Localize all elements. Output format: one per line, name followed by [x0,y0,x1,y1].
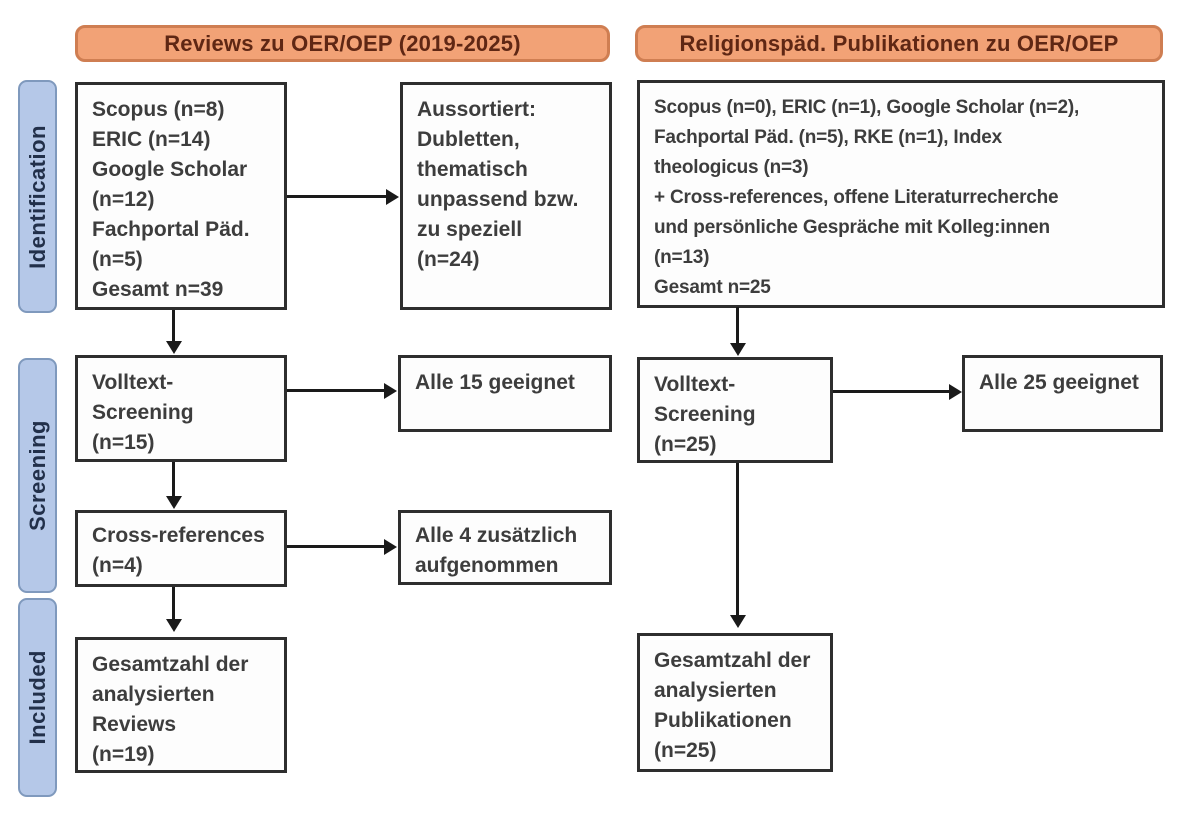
box-text-line: Gesamt n=25 [654,277,771,298]
box-text-line: ERIC (n=14) [92,128,211,151]
box-text-line: analysierten [654,679,777,702]
reviews-fulltext-screening-box: Volltext- Screening (n=15) [75,355,287,462]
reviews-excluded-box: Aussortiert: Dubletten, thematisch unpas… [400,82,612,310]
publications-column-header: Religionspäd. Publikationen zu OER/OEP [635,25,1163,62]
box-text-line: thematisch [417,158,528,181]
stage-label-identification: Identification [18,80,57,313]
box-text-line: Volltext- [654,373,736,396]
reviews-crossref-result-box: Alle 4 zusätzlich aufgenommen [398,510,612,585]
arrow-reviews-identification-to-excluded [287,188,399,205]
arrow-publications-fulltext-to-result [833,383,962,400]
stage-label-included: Included [18,598,57,797]
box-text-line: (n=13) [654,247,710,268]
box-text-line: Fachportal Päd. (n=5), RKE (n=1), Index [654,127,1002,148]
box-text-line: Gesamtzahl der [654,649,811,672]
box-text-line: Google Scholar [92,158,248,181]
box-text-line: (n=12) [92,188,155,211]
arrow-reviews-crossref-to-included [165,587,182,632]
box-text-line: Fachportal Päd. [92,218,250,241]
publications-identification-box: Scopus (n=0), ERIC (n=1), Google Scholar… [637,80,1165,308]
reviews-identification-box: Scopus (n=8) ERIC (n=14) Google Scholar … [75,82,287,310]
box-text-line: Publikationen [654,709,792,732]
box-text-line: aufgenommen [415,554,559,577]
reviews-included-box: Gesamtzahl der analysierten Reviews (n=1… [75,637,287,773]
publications-included-box: Gesamtzahl der analysierten Publikatione… [637,633,833,772]
box-text-line: (n=19) [92,743,155,766]
box-text-line: (n=25) [654,433,717,456]
reviews-column-header: Reviews zu OER/OEP (2019-2025) [75,25,610,62]
box-text-line: theologicus (n=3) [654,157,809,178]
box-text-line: Cross-references [92,524,265,547]
box-text-line: (n=24) [417,248,480,271]
arrow-publications-identification-to-fulltext [729,307,746,356]
publications-fulltext-screening-box: Volltext- Screening (n=25) [637,357,833,463]
arrow-reviews-fulltext-to-result [287,382,397,399]
box-text-line: Scopus (n=0), ERIC (n=1), Google Scholar… [654,97,1080,118]
box-text-line: (n=15) [92,431,155,454]
arrow-reviews-crossref-to-result [287,538,397,555]
box-text-line: zu speziell [417,218,523,241]
box-text-line: Screening [92,401,194,424]
publications-column-header-label: Religionspäd. Publikationen zu OER/OEP [679,30,1119,56]
box-text-line: Alle 4 zusätzlich [415,524,578,547]
box-text-line: und persönliche Gespräche mit Kolleg:inn… [654,217,1050,238]
box-text-line: (n=5) [92,248,143,271]
box-text-line: (n=4) [92,554,143,577]
publications-fulltext-result-box: Alle 25 geeignet [962,355,1163,432]
box-text-line: Dubletten, [417,128,520,151]
arrow-publications-fulltext-to-included [729,463,746,628]
box-text-line: Alle 15 geeignet [415,371,575,394]
box-text-line: Volltext- [92,371,174,394]
box-text-line: Gesamtzahl der [92,653,249,676]
arrow-reviews-identification-to-fulltext [165,310,182,354]
reviews-crossref-box: Cross-references (n=4) [75,510,287,587]
arrow-reviews-fulltext-to-crossref [165,462,182,509]
box-text-line: Screening [654,403,756,426]
box-text-line: (n=25) [654,739,717,762]
stage-label-identification-text: Identification [24,124,50,269]
stage-label-screening: Screening [18,358,57,593]
stage-label-screening-text: Screening [24,420,50,531]
stage-label-included-text: Included [24,650,50,745]
reviews-column-header-label: Reviews zu OER/OEP (2019-2025) [164,30,521,56]
box-text-line: + Cross-references, offene Literaturrech… [654,187,1059,208]
box-text-line: Reviews [92,713,177,736]
box-text-line: Scopus (n=8) [92,98,225,121]
box-text-line: Gesamt n=39 [92,278,224,301]
box-text-line: Alle 25 geeignet [979,371,1139,394]
box-text-line: analysierten [92,683,215,706]
box-text-line: Aussortiert: [417,98,537,121]
box-text-line: unpassend bzw. [417,188,579,211]
reviews-fulltext-result-box: Alle 15 geeignet [398,355,612,432]
